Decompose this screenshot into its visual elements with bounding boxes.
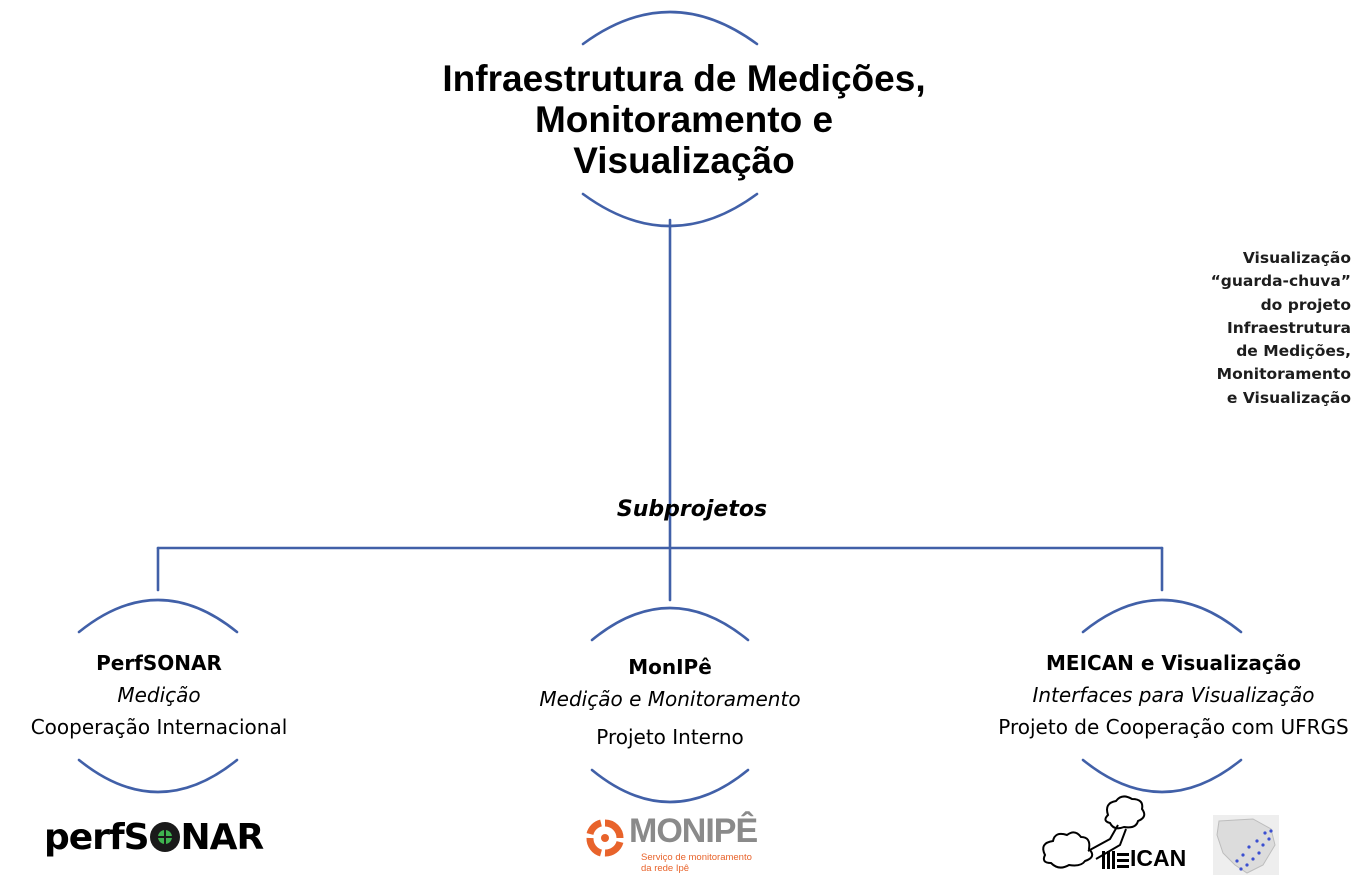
subproject-description: Medição [117, 683, 201, 707]
perfsonar-logo-text-start: perfS [44, 817, 150, 858]
monipe-logo: MONIPÊ Serviço de monitoramento da rede … [585, 812, 785, 874]
perfsonar-logo-text-end: NAR [180, 817, 265, 858]
subproject-perfsonar: PerfSONAR Medição Cooperação Internacion… [0, 647, 318, 743]
brazil-map-thumbnail [1213, 815, 1279, 875]
root-title-line: Monitoramento e [534, 99, 834, 140]
branch-label: Subprojetos [616, 497, 768, 522]
meican-logo-word: ICAN [1130, 845, 1187, 871]
side-note-line: Visualização [1242, 249, 1351, 267]
root-arc-top [581, 10, 759, 46]
side-note-line: do projeto [1260, 295, 1351, 314]
subproject-description: Interfaces para Visualização [1032, 683, 1315, 707]
root-title-line: Visualização [573, 140, 795, 181]
node1-arc-bottom [77, 758, 239, 794]
monipe-logo-tagline: da rede Ipê [641, 863, 690, 874]
node3-arc-bottom [1081, 758, 1243, 794]
root-title-line: Infraestrutura de Medições, [442, 58, 926, 99]
subproject-detail: Cooperação Internacional [30, 715, 288, 739]
side-note-line: de Medições, [1236, 342, 1351, 361]
crosshair-icon [149, 822, 180, 852]
node1-arc-top [77, 598, 239, 634]
side-note-line: e Visualização [1226, 388, 1351, 407]
subproject-name: MonIPê [628, 655, 712, 679]
node2-arc-top [590, 606, 750, 642]
subproject-detail: Projeto Interno [596, 725, 744, 749]
side-note-line: “guarda-chuva” [1210, 272, 1351, 291]
cloud-network-icon [1042, 795, 1146, 869]
subproject-monipe: MonIPê Medição e Monitoramento Projeto I… [490, 651, 850, 753]
side-note-line: Infraestrutura [1226, 318, 1351, 337]
subproject-meican: MEICAN e Visualização Interfaces para Vi… [980, 647, 1367, 743]
subproject-name: PerfSONAR [96, 651, 222, 675]
node2-arc-bottom [590, 768, 750, 804]
monipe-logo-tagline: Serviço de monitoramento [641, 852, 752, 863]
perfsonar-logo: perfS NAR [44, 813, 274, 863]
side-note: Visualização “guarda-chuva” do projeto I… [1151, 247, 1351, 410]
subproject-detail: Projeto de Cooperação com UFRGS [998, 715, 1349, 739]
root-node-title: Infraestrutura de Medições, Monitorament… [384, 58, 984, 181]
subproject-description: Medição e Monitoramento [539, 687, 801, 711]
meican-logo: ICAN [1040, 795, 1220, 875]
circular-arrows-icon [586, 819, 624, 857]
side-note-line: Monitoramento [1216, 365, 1351, 384]
subproject-name: MEICAN e Visualização [1046, 651, 1301, 675]
node3-arc-top [1081, 598, 1243, 634]
monipe-logo-word: MONIPÊ [629, 812, 758, 850]
